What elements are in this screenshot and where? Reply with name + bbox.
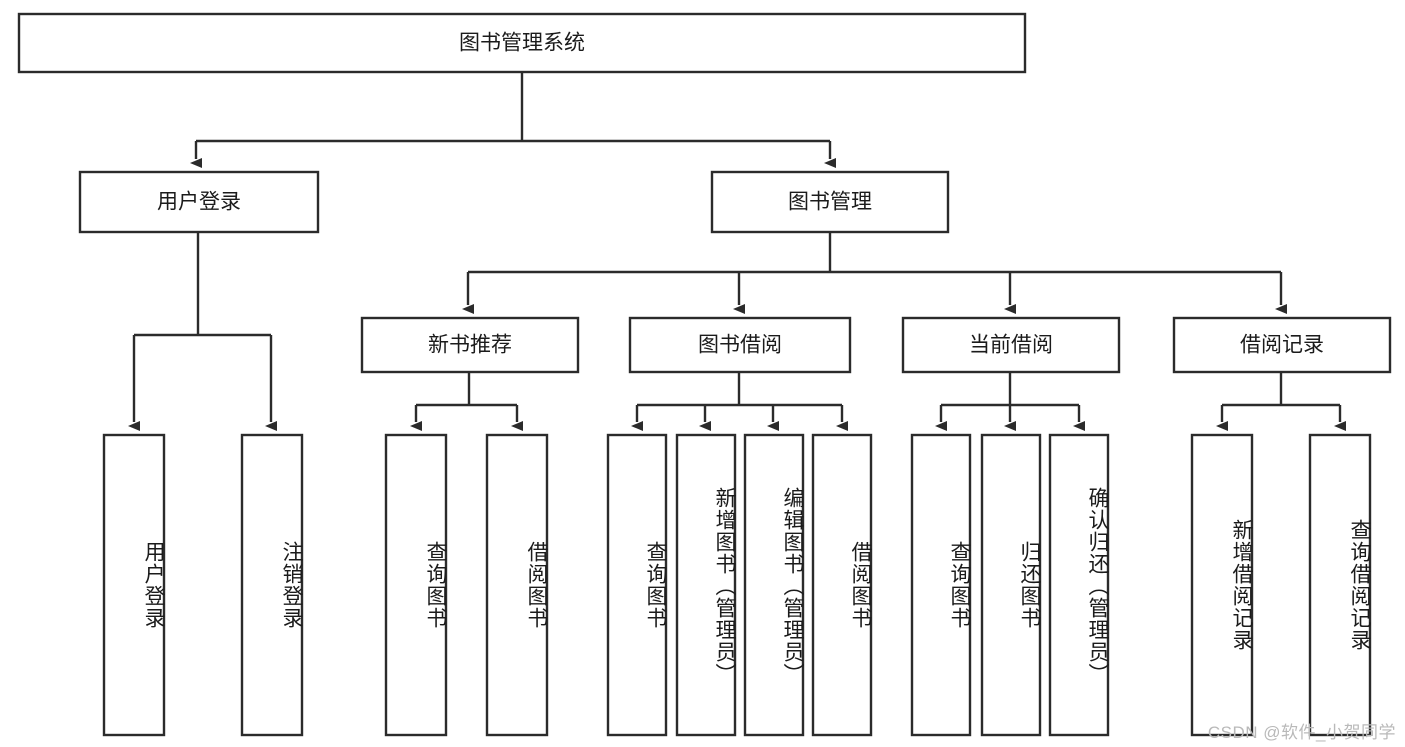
leaf-box-add-borrow-record[interactable]	[1190, 433, 1254, 737]
connector-bookmgmt-to-level2	[462, 232, 1287, 314]
connector-root-to-level1	[190, 72, 836, 168]
node-book-management[interactable]: 图书管理	[710, 170, 950, 234]
node-user-login[interactable]: 用户登录	[78, 170, 320, 234]
node-root-label: 图书管理系统	[459, 32, 585, 55]
node-book-borrow[interactable]: 图书借阅	[628, 316, 852, 374]
node-root[interactable]: 图书管理系统	[17, 12, 1027, 74]
connector-borrowrecord-to-leaves	[1216, 372, 1346, 431]
leaf-box-logout[interactable]	[240, 433, 304, 737]
connector-userlogin-to-leaves	[128, 232, 277, 431]
connector-newbook-to-leaves	[410, 372, 523, 431]
leaf-box-borrow-book-2[interactable]	[811, 433, 873, 737]
node-new-book-recommend[interactable]: 新书推荐	[360, 316, 580, 374]
leaf-box-confirm-return-admin[interactable]	[1048, 433, 1110, 737]
connector-currentborrow-to-leaves	[935, 372, 1085, 431]
node-book-borrow-label: 图书借阅	[698, 334, 782, 357]
leaf-box-add-book-admin[interactable]	[675, 433, 737, 737]
leaf-box-edit-book-admin[interactable]	[743, 433, 805, 737]
node-current-borrow[interactable]: 当前借阅	[901, 316, 1121, 374]
node-user-login-label: 用户登录	[157, 191, 241, 214]
node-current-borrow-label: 当前借阅	[969, 334, 1053, 357]
csdn-watermark: CSDN @软件_小贺同学	[1207, 723, 1396, 742]
leaf-box-query-borrow-record[interactable]	[1308, 433, 1372, 737]
leaf-box-return-book[interactable]	[980, 433, 1042, 737]
leaf-box-query-book-2[interactable]	[606, 433, 668, 737]
leaf-box-query-book-3[interactable]	[910, 433, 972, 737]
leaf-box-borrow-book-1[interactable]	[485, 433, 549, 737]
node-borrow-record[interactable]: 借阅记录	[1172, 316, 1392, 374]
leaf-box-query-book-1[interactable]	[384, 433, 448, 737]
connector-bookborrow-to-leaves	[631, 372, 848, 431]
leaf-box-user-login[interactable]	[102, 433, 166, 737]
node-new-book-recommend-label: 新书推荐	[428, 334, 512, 357]
node-borrow-record-label: 借阅记录	[1240, 334, 1324, 357]
node-book-management-label: 图书管理	[788, 191, 872, 214]
